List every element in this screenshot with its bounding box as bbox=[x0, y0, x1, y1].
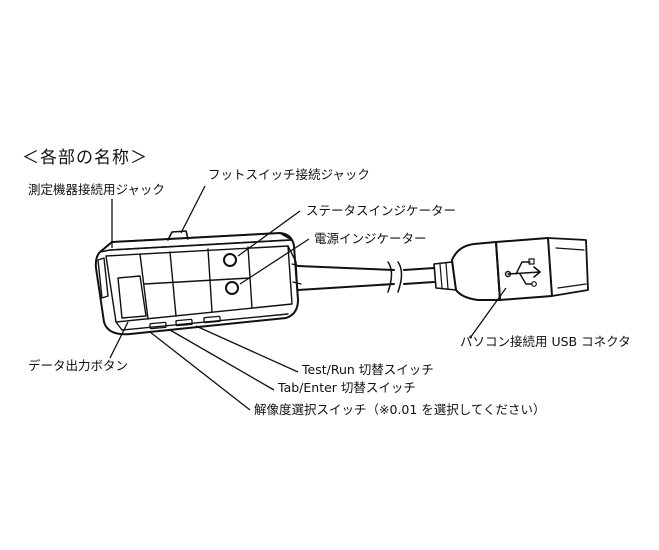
leader-tab-enter-switch bbox=[169, 329, 275, 391]
leader-power-indicator bbox=[239, 238, 310, 285]
label-usb-connector: パソコン接続用 USB コネクタ bbox=[460, 334, 631, 349]
label-test-run-switch: Test/Run 切替スイッチ bbox=[302, 362, 434, 377]
device-body bbox=[94, 230, 302, 336]
label-data-output-button: データ出力ボタン bbox=[28, 358, 129, 373]
leader-status-indicator bbox=[237, 210, 301, 257]
label-power-indicator: 電源インジケーター bbox=[314, 231, 427, 246]
leader-footswitch-jack bbox=[180, 185, 206, 234]
leader-data-output-button bbox=[109, 321, 129, 359]
usb-plug bbox=[451, 237, 589, 301]
label-measuring-jack: 測定機器接続用ジャック bbox=[28, 182, 165, 197]
leader-resolution-switch bbox=[149, 331, 251, 411]
label-status-indicator: ステータスインジケーター bbox=[306, 203, 457, 218]
section-heading: ＜各部の名称＞ bbox=[22, 148, 148, 168]
label-resolution-switch: 解像度選択スイッチ（※0.01 を選択してください） bbox=[254, 402, 546, 417]
power-indicator-lamp bbox=[225, 281, 239, 295]
label-footswitch-jack: フットスイッチ接続ジャック bbox=[208, 167, 370, 182]
leader-usb-connector bbox=[469, 287, 507, 339]
status-indicator-lamp bbox=[223, 253, 237, 267]
usb-cable bbox=[297, 261, 457, 293]
leader-test-run-switch bbox=[195, 325, 299, 373]
label-tab-enter-switch: Tab/Enter 切替スイッチ bbox=[278, 380, 416, 395]
